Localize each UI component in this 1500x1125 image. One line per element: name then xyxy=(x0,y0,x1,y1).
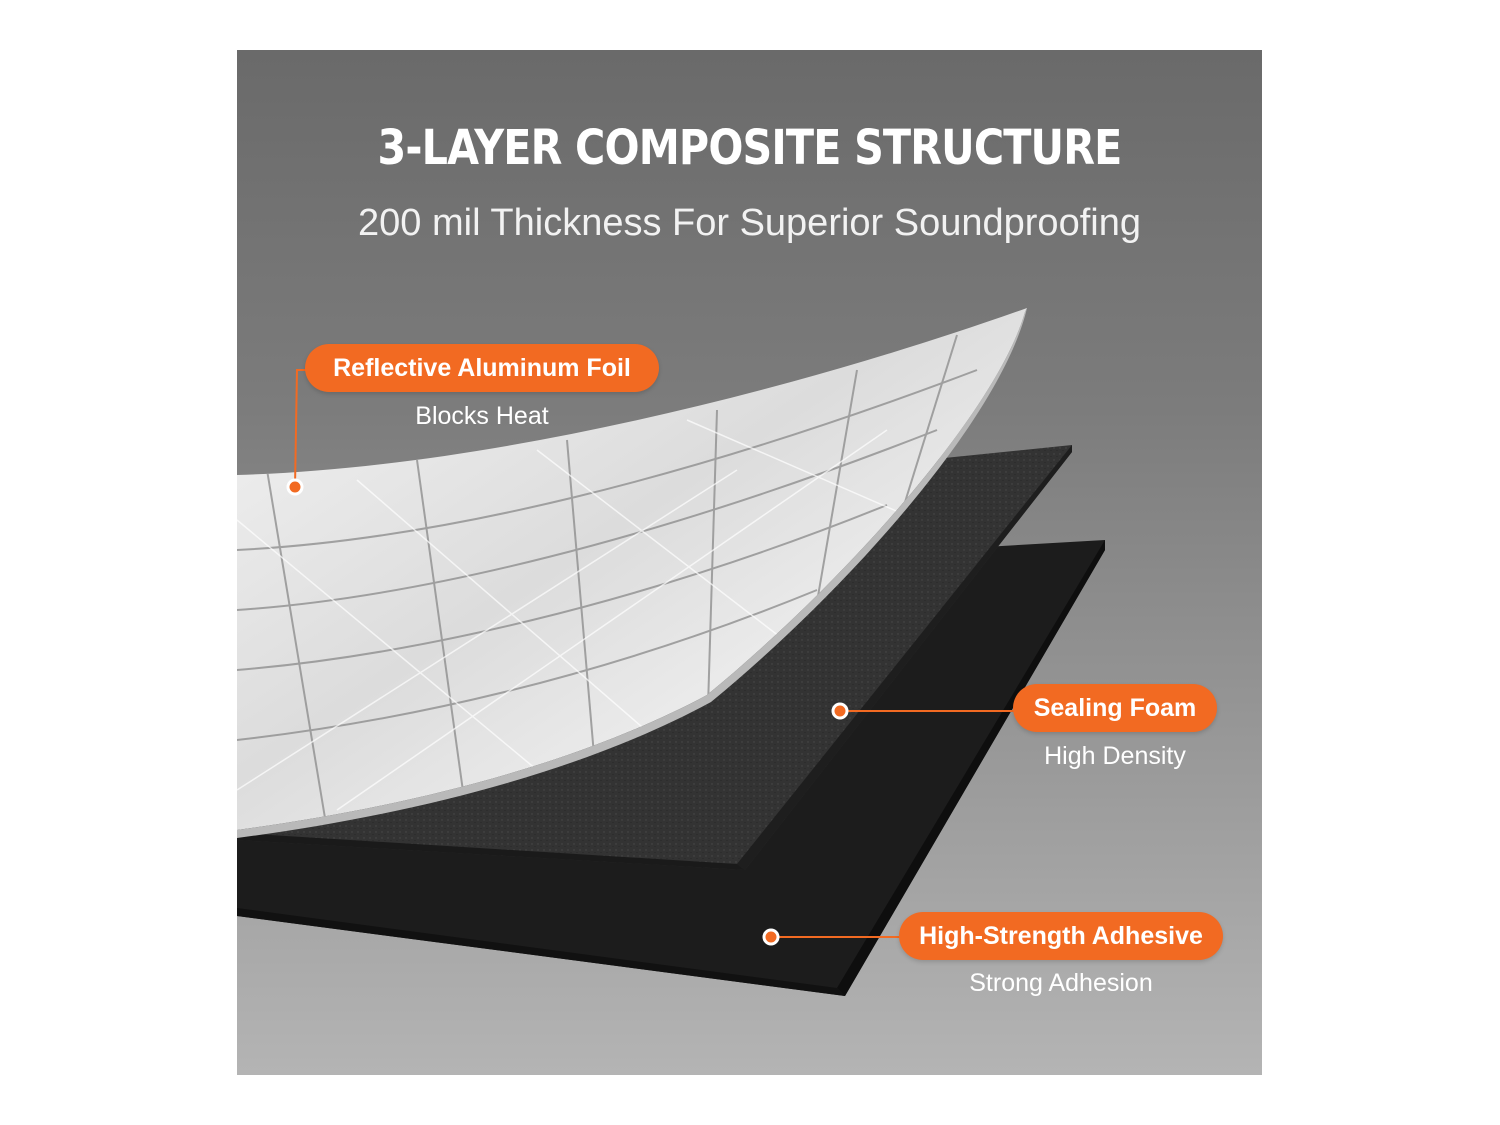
subheadline: 200 mil Thickness For Superior Soundproo… xyxy=(358,202,1141,244)
foam-caption: High Density xyxy=(1044,742,1186,770)
foil-caption: Blocks Heat xyxy=(415,402,549,430)
headline: 3-LAYER COMPOSITE STRUCTURE xyxy=(377,120,1123,176)
foam-callout-connector xyxy=(831,702,1027,720)
foil-layer xyxy=(237,308,1027,838)
layer-stack-illustration xyxy=(237,308,1105,996)
foil-callout-connector xyxy=(286,369,307,496)
adhesive-caption: Strong Adhesion xyxy=(969,969,1153,997)
product-image-panel: 3-LAYER COMPOSITE STRUCTURE 200 mil Thic… xyxy=(237,50,1262,1075)
foil-label-pill: Reflective Aluminum Foil xyxy=(305,344,659,392)
foam-label-pill: Sealing Foam xyxy=(1013,684,1217,732)
adhesive-callout-connector xyxy=(762,928,907,946)
adhesive-label-pill: High-Strength Adhesive xyxy=(899,912,1223,960)
